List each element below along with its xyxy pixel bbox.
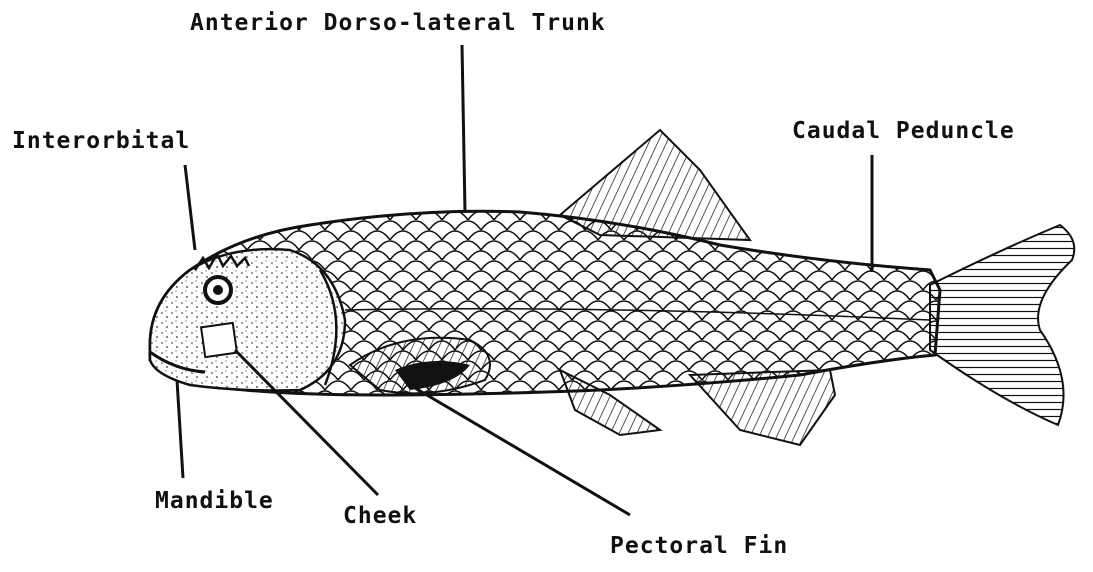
leader-anterior-dorso-lateral-trunk — [462, 45, 465, 212]
caudal-fin — [930, 225, 1074, 425]
label-interorbital: Interorbital — [12, 130, 190, 153]
label-anterior-dorso-lateral-trunk: Anterior Dorso-lateral Trunk — [190, 12, 606, 35]
cheek-marker — [201, 323, 237, 357]
label-cheek: Cheek — [343, 505, 417, 528]
leader-mandible — [177, 380, 183, 478]
leader-interorbital — [185, 165, 195, 250]
label-caudal-peduncle: Caudal Peduncle — [792, 120, 1015, 143]
label-mandible: Mandible — [155, 490, 274, 513]
label-pectoral-fin: Pectoral Fin — [610, 535, 788, 558]
